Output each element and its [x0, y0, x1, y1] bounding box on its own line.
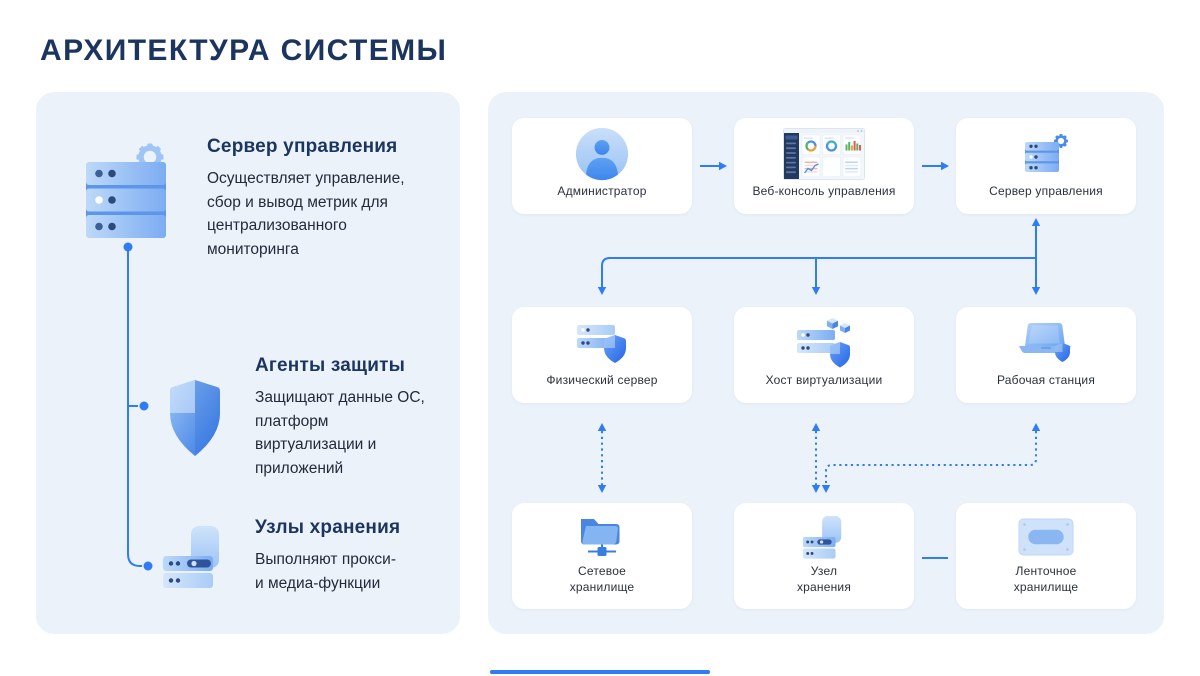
- protection-shield-icon: [167, 378, 223, 463]
- footer-accent-bar: [490, 670, 710, 674]
- node-label: Администратор: [557, 184, 647, 198]
- server-cubes-shield-icon: [797, 317, 851, 369]
- node-tape-storage: Ленточное хранилище: [956, 503, 1136, 609]
- legend-item-management-server: Сервер управления Осуществляет управлени…: [207, 136, 427, 261]
- server-shield-icon: [577, 317, 627, 369]
- legend-connector: [123, 242, 153, 571]
- node-web-console: Веб-консоль управления: [734, 118, 914, 214]
- administrator-avatar-icon: [575, 127, 629, 181]
- storage-drives-icon: [801, 514, 847, 560]
- network-folder-icon: [574, 514, 630, 560]
- legend-title: Сервер управления: [207, 136, 398, 157]
- legend-description: Выполняют прокси- и медиа-функции: [255, 551, 396, 592]
- tree-server-to-row2: [601, 226, 1037, 287]
- diagram-panel: Администратор: [488, 92, 1164, 634]
- dotted-workstation-to-storage-node: [825, 431, 1037, 485]
- node-label: Ленточное хранилище: [1013, 564, 1079, 595]
- node-network-storage: Сетевое хранилище: [512, 503, 692, 609]
- node-label: Веб-консоль управления: [752, 184, 896, 198]
- server-gear-icon: [1024, 128, 1068, 180]
- diagram-connectors: [597, 161, 1041, 559]
- tape-cartridge-icon: [1018, 514, 1074, 560]
- node-administrator: Администратор: [512, 118, 692, 214]
- arrowheads: [597, 161, 1041, 493]
- legend-item-storage-nodes: Узлы хранения Выполняют прокси- и медиа-…: [255, 517, 445, 595]
- node-label: Сервер управления: [989, 184, 1103, 198]
- node-label: Физический сервер: [546, 373, 658, 387]
- node-label: Хост виртуализации: [765, 373, 883, 387]
- legend-title: Агенты защиты: [255, 355, 406, 376]
- node-label: Сетевое хранилище: [569, 564, 635, 595]
- storage-node-icon: [163, 526, 227, 595]
- management-server-icon: [86, 142, 170, 243]
- node-management-server: Сервер управления: [956, 118, 1136, 214]
- legend-title: Узлы хранения: [255, 517, 401, 538]
- legend-description: Защищают данные ОС, платформ виртуализац…: [255, 389, 425, 477]
- node-workstation: Рабочая станция: [956, 307, 1136, 403]
- node-virtualization-host: Хост виртуализации: [734, 307, 914, 403]
- web-console-dashboard-icon: [783, 128, 865, 180]
- node-label: Узел хранения: [796, 564, 852, 595]
- laptop-shield-icon: [1017, 317, 1075, 369]
- legend-item-protection-agents: Агенты защиты Защищают данные ОС, платфо…: [255, 355, 435, 480]
- node-label: Рабочая станция: [996, 373, 1096, 387]
- legend-description: Осуществляет управление, сбор и вывод ме…: [207, 170, 405, 258]
- legend-panel: Сервер управления Осуществляет управлени…: [36, 92, 460, 634]
- page-title: АРХИТЕКТУРА СИСТЕМЫ: [40, 34, 448, 67]
- node-physical-server: Физический сервер: [512, 307, 692, 403]
- node-storage-node: Узел хранения: [734, 503, 914, 609]
